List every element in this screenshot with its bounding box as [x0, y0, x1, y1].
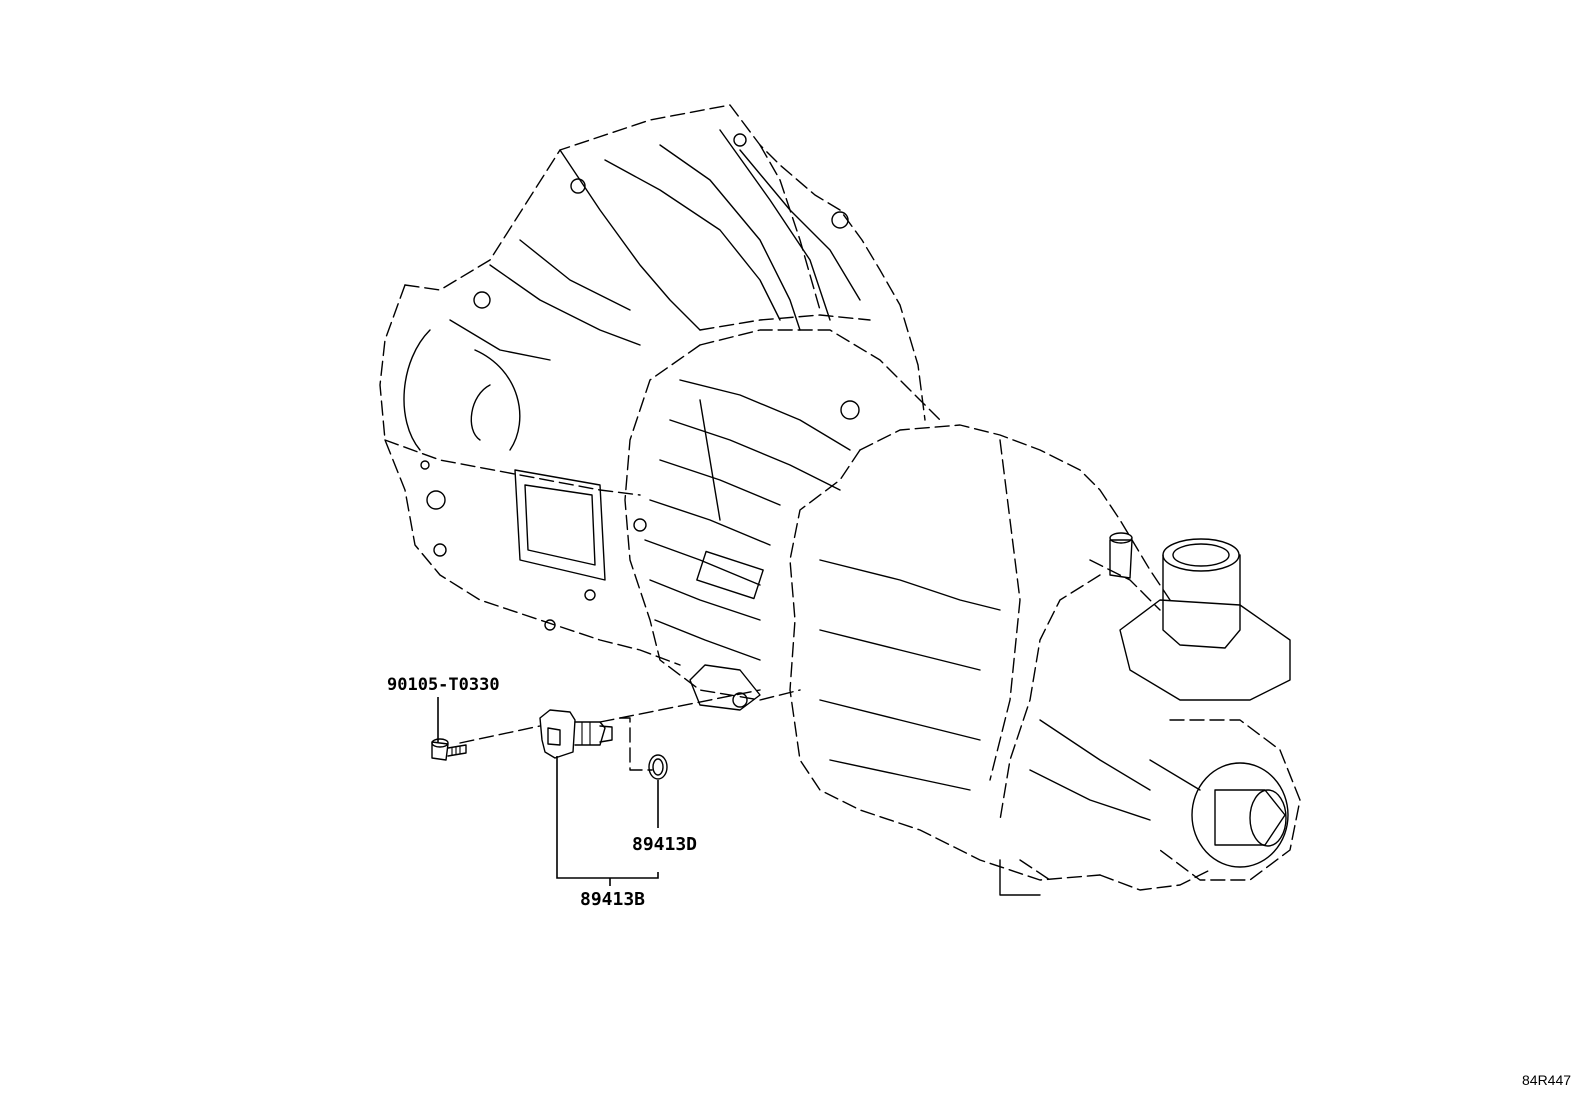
o-ring-part[interactable] — [648, 754, 668, 780]
speed-sensor-part[interactable] — [539, 709, 613, 759]
callout-89413B[interactable]: 89413B — [580, 889, 645, 910]
callout-89413D[interactable]: 89413D — [632, 834, 697, 855]
o-ring-install-line — [619, 717, 653, 771]
installation-line — [459, 725, 541, 744]
installation-line-case — [599, 689, 761, 723]
callout-90105-T0330[interactable]: 90105-T0330 — [387, 675, 500, 695]
bolt-part[interactable] — [431, 738, 467, 761]
leader-89413B — [556, 756, 659, 879]
diagram-id: 84R447 — [1522, 1072, 1571, 1088]
transmission-assembly — [379, 104, 1301, 896]
